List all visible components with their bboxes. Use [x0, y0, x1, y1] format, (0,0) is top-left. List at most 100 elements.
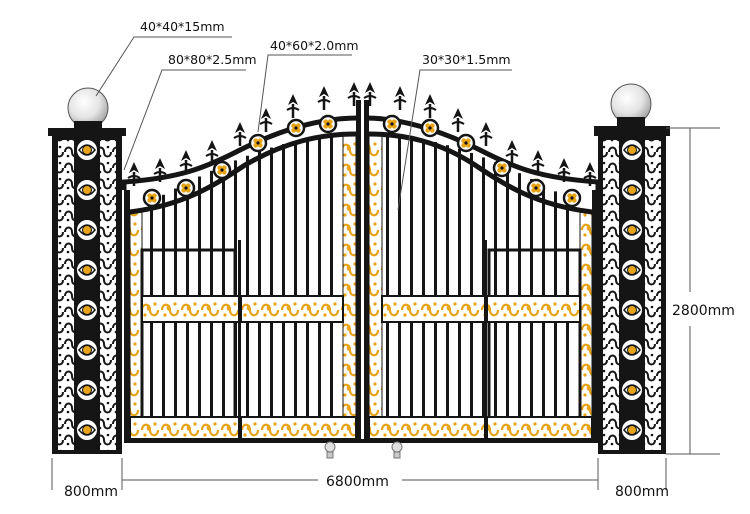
center-gold-strip-right	[368, 133, 383, 441]
labels: 40*40*15mm 80*80*2.5mm 40*60*2.0mm 30*30…	[64, 19, 735, 500]
gate-bar-right-3	[422, 139, 425, 440]
left-mid-gold-band	[141, 295, 344, 323]
pillar-medallion-icon	[620, 218, 644, 250]
left-pillar	[48, 87, 126, 454]
label-frame-post: 80*80*2.5mm	[168, 52, 257, 67]
right-gate-wheel-icon	[391, 441, 403, 453]
right-pillar-medallions	[620, 138, 644, 450]
left-pillar-cap	[48, 128, 126, 136]
pillar-medallion-icon	[620, 138, 644, 170]
left-pillar-medallions	[75, 138, 99, 450]
pillar-medallion-icon	[620, 258, 644, 290]
spear-finial-icon	[451, 108, 465, 132]
right-bottom-gold-band	[368, 416, 593, 440]
gate-bar-left-14	[318, 136, 321, 440]
label-top-rail: 40*60*2.0mm	[270, 38, 359, 53]
leader-bar	[397, 69, 512, 211]
center-gold-strip-left	[342, 133, 357, 441]
left-bottom-band-divider	[238, 417, 242, 439]
gate-bar-left-10	[270, 147, 273, 441]
left-gold-strip	[129, 211, 143, 441]
spear-finial-icon	[423, 94, 437, 118]
spear-finial-icon	[347, 82, 361, 106]
spear-finial-icon	[127, 162, 141, 186]
pillar-medallion-icon	[75, 338, 99, 370]
spear-finial-icon	[153, 158, 167, 182]
spear-finial-icon	[363, 82, 377, 106]
left-inner-rail	[129, 131, 357, 215]
spear-finial-icon	[505, 140, 519, 164]
pillar-medallion-icon	[75, 138, 99, 170]
gate-bar-right-1	[398, 135, 401, 440]
right-pillar-cap	[594, 126, 670, 136]
spear-finial-icon	[583, 162, 597, 186]
spear-finial-icon	[205, 140, 219, 164]
spear-finial-icon	[259, 108, 273, 132]
gate-bar-right-5	[446, 145, 449, 440]
spear-finial-icon	[233, 122, 247, 146]
left-leaf-divider	[238, 240, 241, 440]
gate-bottom-rail	[124, 439, 598, 443]
center-post-left	[356, 100, 361, 440]
left-lamp-base	[74, 121, 102, 129]
right-pillar	[594, 83, 670, 454]
leader-pillar-section	[95, 36, 232, 97]
spear-finial-icon	[479, 122, 493, 146]
right-inner-rail	[368, 131, 593, 215]
rosette-icon	[176, 178, 196, 198]
pillar-medallion-icon	[620, 378, 644, 410]
gate-finials	[127, 82, 597, 186]
spear-finial-icon	[286, 94, 300, 118]
pillar-medallion-icon	[620, 178, 644, 210]
right-frame-post	[592, 190, 598, 440]
center-post-right	[364, 100, 369, 440]
left-frame-post	[124, 190, 130, 440]
left-wheel-holder	[326, 451, 334, 459]
spear-finial-icon	[393, 86, 407, 110]
right-mid-gold-band	[381, 295, 581, 323]
right-bottom-band-divider	[484, 417, 488, 439]
right-pillar-side-panel	[603, 140, 619, 450]
spear-finial-icon	[179, 150, 193, 174]
rosette-icon	[142, 188, 162, 208]
pillar-medallion-icon	[75, 218, 99, 250]
leader-frame-post	[123, 69, 246, 171]
rosette-icon	[248, 133, 268, 153]
label-right-pillar-width: 800mm	[615, 484, 669, 500]
left-mid-band-divider	[238, 296, 242, 322]
rosette-icon	[212, 160, 232, 180]
rosette-icon	[526, 178, 546, 198]
gate-bar-right-2	[410, 137, 413, 440]
left-gate-wheel-icon	[324, 441, 336, 453]
rosette-icon	[420, 118, 440, 138]
rosette-icon	[286, 118, 306, 138]
pillar-medallion-icon	[620, 418, 644, 450]
rosette-icon	[318, 114, 338, 134]
pillar-medallion-icon	[620, 298, 644, 330]
gate-bar-left-15	[330, 135, 333, 440]
label-height: 2800mm	[672, 303, 735, 319]
label-bar: 30*30*1.5mm	[422, 52, 511, 67]
rosette-icon	[456, 133, 476, 153]
right-mid-band-divider	[484, 296, 488, 322]
pillar-medallion-icon	[620, 338, 644, 370]
left-pillar-side-panel-2	[100, 140, 116, 450]
pillar-medallion-icon	[75, 178, 99, 210]
pillar-medallion-icon	[75, 258, 99, 290]
dimensions	[51, 36, 720, 490]
rosette-icon	[382, 114, 402, 134]
pillar-medallion-icon	[75, 378, 99, 410]
label-left-pillar-width: 800mm	[64, 484, 118, 500]
gate-bar-left-13	[306, 138, 309, 441]
label-pillar-section: 40*40*15mm	[140, 19, 225, 34]
pillar-medallion-icon	[75, 418, 99, 450]
gate-bar-right-6	[458, 148, 461, 440]
gate-rosettes	[142, 114, 582, 208]
left-pillar-side-panel	[58, 140, 74, 450]
right-pillar-side-panel-2	[645, 140, 661, 450]
right-gold-strip	[579, 211, 593, 441]
right-lamp-base	[617, 117, 645, 127]
gate-bar-left-11	[282, 144, 285, 441]
